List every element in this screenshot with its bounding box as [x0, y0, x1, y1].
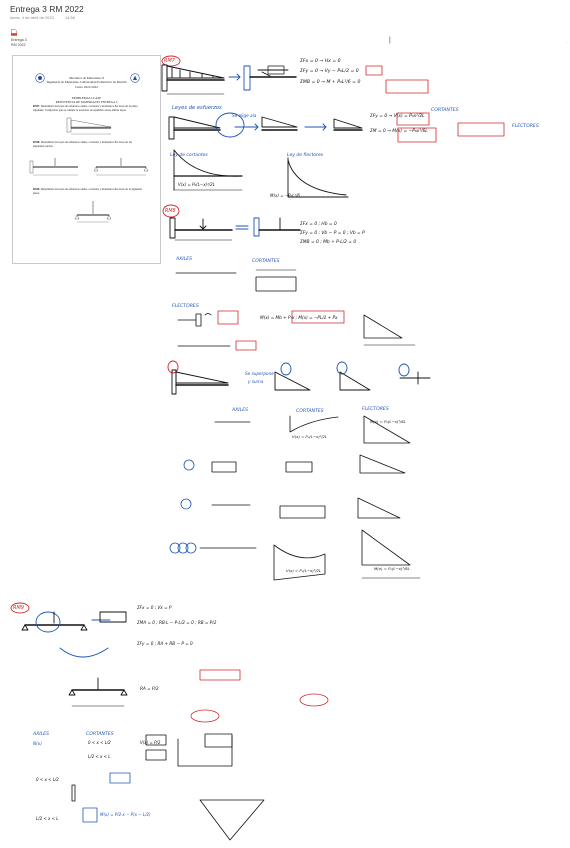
rm9-figure: [74, 201, 112, 223]
cortantes-label-rm8: CORTANTES: [252, 259, 280, 264]
rm9-tag: RM9: [13, 605, 24, 611]
question-rm8-id: RM8.: [33, 140, 40, 144]
ley-cortantes-label: Ley de cortantes: [170, 153, 208, 158]
rm9-eq-4: RA = P/2: [140, 686, 159, 691]
page-edge-mark: ·: [566, 40, 568, 45]
case1-m: M(x) = P₀(L−x)³/6L: [370, 419, 406, 424]
se-elige-ala-label: Se elige ala: [232, 113, 257, 118]
subtitle-line-2: RESISTENCIA DE MATERIALES ENTREGA 3: [55, 100, 118, 105]
rm8-figures: [29, 158, 149, 176]
subtitle-line-1: PROBLEMAS CLASE: [71, 96, 102, 100]
document-subtitle: PROBLEMAS CLASE RESISTENCIA DE MATERIALE…: [13, 96, 160, 104]
case-sum-m: M(x) = P₀(L−x)³/6L: [374, 566, 410, 571]
rm8-axil-cortante: [175, 269, 297, 292]
rm7-circle: [161, 55, 181, 67]
question-rm8-text: Determinar las leyes de esfuerzos axiles…: [33, 140, 132, 148]
question-rm9-text: Determinar las leyes de esfuerzos axiles…: [33, 187, 142, 195]
case1-v: V(x) = P₀(L−x)²/2L: [292, 434, 328, 439]
rm9-circle: [10, 602, 30, 614]
rm9-eq-1: ΣFx = 0 ; Vx = P: [137, 605, 172, 610]
rm8-eq-4: M(x) = Mb + P·x ; M(x) = −PL/2 + Px: [260, 315, 338, 320]
rm8-superposition: [167, 360, 431, 395]
case-sum-v: V(x) = P₀(L−x)²/2L: [286, 568, 322, 573]
axiles-label-rm9: AXILES: [33, 732, 50, 737]
rm8-flectores: [177, 310, 416, 351]
attachment-name-2: RM 2022: [11, 42, 26, 47]
axiles-n-label: N(x): [33, 741, 42, 746]
axiles-label-cases: AXILES: [232, 408, 249, 413]
question-rm7-text: Determinar las leyes de esfuerzos axiles…: [33, 104, 138, 112]
rm7-eq-1: ΣFx = 0 → Hx = 0: [300, 59, 341, 64]
page-date-text: lunes, 4 de abril de 2022: [10, 15, 54, 20]
rm8-eq-3: ΣMB = 0 ; Mb + P·L/2 = 0: [300, 240, 357, 245]
rm9-sketches: [21, 611, 128, 707]
document-header: Mecánica de Materiales II Ingeniería de …: [13, 76, 160, 89]
attachment[interactable]: Entrega 3 RM 2022: [11, 29, 27, 47]
rm8-cases: [169, 415, 421, 581]
text-cursor: |: [389, 37, 391, 44]
cortantes-label-rm7: CORTANTES: [431, 108, 459, 113]
university-logo-icon: [35, 73, 45, 83]
question-rm8: RM8. Determinar las leyes de esfuerzos a…: [33, 140, 143, 148]
question-rm9: RM9. Determinar las leyes de esfuerzos a…: [33, 187, 143, 195]
rm8-circle: [162, 204, 180, 218]
range-3: 0 < x < L/2: [36, 777, 59, 782]
page-time-text: 14:56: [64, 15, 75, 20]
rm9-diagrams: [71, 733, 265, 841]
axiles-label-rm8: AXILES: [176, 257, 193, 262]
se-superpone-label: Se superpone: [245, 371, 274, 376]
rm7-tag: RM7: [164, 58, 175, 64]
rm7-diagrams: [173, 149, 349, 198]
header-line-3: Curso 2021/2022: [75, 84, 98, 89]
rm7-m: M(x) = −P₀L²/6: [270, 193, 300, 198]
rm7-eq-5: ΣM = 0 → M(x) = −P₀x³/6L: [370, 129, 428, 134]
flectores-label-rm8: FLECTORES: [172, 304, 199, 309]
range-4: L/2 < x < L: [36, 816, 59, 821]
cortantes-label-rm9: CORTANTES: [86, 732, 114, 737]
rm7-box-1: [365, 65, 383, 76]
rm7-box-4: [397, 127, 437, 143]
attachment-name-1: Entrega 3: [11, 38, 27, 42]
embedded-document[interactable]: Mecánica de Materiales II Ingeniería de …: [12, 55, 161, 264]
ley-esfuerzos-label: Leyes de esfuerzos: [172, 105, 222, 111]
y-suma-label: y suma: [248, 379, 264, 384]
flectores-label-cases: FLECTORES: [362, 407, 389, 412]
rm9-eq-3: ΣFy = 0 ; RA + RB − P = 0: [137, 641, 193, 646]
rm7-beam-sketch: [161, 64, 297, 95]
page-date: lunes, 4 de abril de 2022 14:56: [10, 15, 75, 20]
header-line-2: Ingeniería de Materiales. Universidad Po…: [46, 80, 127, 85]
rm9-m: M(x) = P/2·x − P(x − L/2): [100, 812, 151, 817]
page-title: Entrega 3 RM 2022: [10, 4, 84, 14]
question-rm9-id: RM9.: [33, 187, 40, 191]
question-rm7-id: RM7.: [33, 104, 40, 108]
rm9-box-1: [199, 669, 241, 681]
question-rm7: RM7. Determinar las leyes de esfuerzos a…: [33, 104, 143, 112]
header-line-1: Mecánica de Materiales II: [69, 76, 104, 80]
rm9-box-3: [190, 709, 220, 723]
rm7-eq-4: ΣFy = 0 → V(x) = P₀x²/2L: [370, 114, 425, 119]
rm7-box-3: [396, 112, 430, 126]
range-2: L/2 < x < L: [88, 754, 111, 759]
ley-flectores-label: Ley de flectores: [287, 153, 324, 158]
range-1: 0 < x < L/2: [88, 740, 111, 745]
rm7-box-5: [457, 122, 505, 137]
rm7-figure: [66, 117, 112, 135]
rm8-beam-sketch: [169, 217, 301, 241]
rm7-eq-2: ΣFy = 0 → Vy − P₀L/2 = 0: [300, 69, 359, 74]
cortantes-label-cases: CORTANTES: [296, 409, 324, 414]
rm8-eq-1: ΣFx = 0 ; Hb = 0: [300, 222, 337, 227]
rm8-eq-2: ΣFy = 0 ; Vb − P = 0 ; Vb = P: [300, 231, 365, 236]
rm9-v1: V(x) = P/2: [140, 740, 161, 745]
rm8-tag: RM8: [165, 209, 176, 214]
rm7-v: V(x) = P₀(L−x)²/2L: [178, 182, 215, 187]
rm9-eq-2: ΣMA = 0 ; RB·L − P·L/2 = 0 ; RB = P/2: [137, 620, 217, 625]
rm7-section-sketch: [168, 112, 363, 140]
pdf-file-icon: [11, 29, 17, 36]
rm9-box-2: [299, 693, 329, 707]
rm7-box-2: [385, 79, 429, 94]
flectores-label-rm7: FLECTORES: [512, 124, 539, 129]
rm7-eq-3: ΣMB = 0 → M + P₀L²/6 = 0: [300, 80, 361, 85]
school-seal-icon: [130, 73, 140, 83]
